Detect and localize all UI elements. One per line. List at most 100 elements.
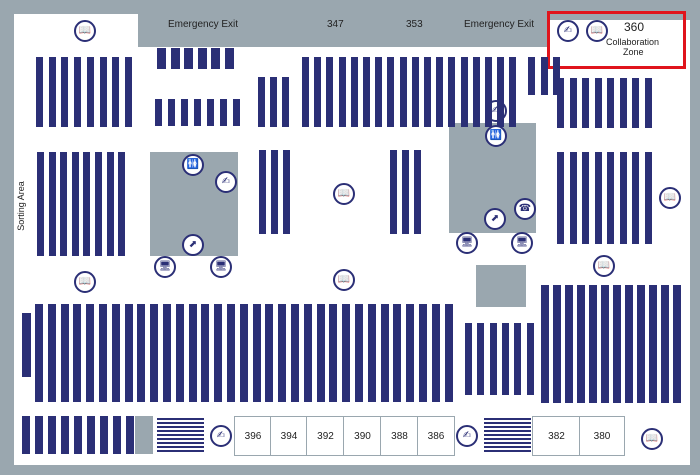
compact-shelving: [157, 434, 204, 436]
bookshelf: [607, 152, 614, 244]
bookshelf: [553, 57, 560, 95]
bookshelf: [197, 48, 207, 69]
bookshelf: [460, 57, 468, 127]
bookshelf: [632, 78, 639, 128]
bookshelf: [211, 48, 220, 69]
room-382[interactable]: 382: [532, 416, 581, 456]
bookshelf: [329, 304, 338, 402]
room-390[interactable]: 390: [343, 416, 382, 456]
room-394[interactable]: 394: [270, 416, 308, 456]
bookshelf: [637, 285, 645, 403]
bookshelf: [448, 57, 456, 127]
bookshelf: [553, 285, 561, 403]
bookshelf: [557, 78, 564, 128]
bookshelf: [649, 285, 657, 403]
compact-shelving: [484, 418, 531, 420]
study-icon[interactable]: ✍: [557, 20, 579, 42]
compact-shelving: [157, 430, 204, 432]
study-icon[interactable]: ✍: [210, 425, 232, 447]
book-icon[interactable]: 📖: [333, 269, 355, 291]
emergency-exit-label: Emergency Exit: [464, 19, 535, 30]
collaboration-zone-name: Collaboration: [606, 37, 660, 47]
room-380[interactable]: 380: [579, 416, 625, 456]
compact-shelving: [157, 442, 204, 444]
bookshelf: [619, 152, 627, 244]
room-386[interactable]: 386: [417, 416, 455, 456]
room-396[interactable]: 396: [234, 416, 272, 456]
wall-bottom: [0, 465, 700, 475]
bookshelf: [270, 77, 277, 127]
bookshelf: [419, 304, 427, 402]
compact-shelving: [157, 446, 204, 448]
book-icon[interactable]: 📖: [586, 20, 608, 42]
bottom-block: [135, 416, 153, 454]
bookshelf: [526, 323, 534, 395]
bookshelf: [302, 57, 309, 127]
computer-icon[interactable]: 🖥: [511, 232, 533, 254]
bookshelf: [220, 99, 227, 126]
book-icon[interactable]: 📖: [641, 428, 663, 450]
bookshelf: [201, 304, 210, 402]
wall-right: [690, 0, 700, 475]
bookshelf: [100, 416, 108, 454]
bookshelf: [363, 57, 370, 127]
bookshelf: [632, 152, 639, 244]
bookshelf: [137, 304, 146, 402]
room-392[interactable]: 392: [306, 416, 345, 456]
bookshelf: [74, 416, 82, 454]
bookshelf: [99, 304, 107, 402]
collaboration-zone-highlight[interactable]: [547, 11, 686, 69]
restroom-icon[interactable]: 🚻: [182, 154, 204, 176]
compact-shelving: [484, 426, 531, 428]
bookshelf: [350, 57, 358, 127]
bookshelf: [181, 99, 188, 126]
bookshelf: [485, 57, 492, 127]
bookshelf: [111, 304, 120, 402]
bookshelf: [224, 48, 234, 69]
computer-icon[interactable]: 🖥: [210, 256, 232, 278]
room-388[interactable]: 388: [380, 416, 419, 456]
book-icon[interactable]: 📖: [74, 20, 96, 42]
bookshelf: [414, 150, 421, 234]
bookshelf: [444, 304, 453, 402]
compact-shelving: [484, 430, 531, 432]
stairs-icon[interactable]: ⬈: [182, 234, 204, 256]
bookshelf: [565, 285, 573, 403]
bookshelf: [594, 152, 602, 244]
compact-shelving: [157, 422, 204, 424]
book-icon[interactable]: 📖: [659, 187, 681, 209]
stairs-icon[interactable]: ⬈: [484, 208, 506, 230]
bookshelf: [157, 48, 166, 69]
bookshelf: [37, 152, 44, 256]
top-right-band: [550, 14, 690, 20]
bookshelf: [61, 416, 69, 454]
book-icon[interactable]: 📖: [593, 255, 615, 277]
bookshelf: [150, 304, 159, 402]
bookshelf: [387, 57, 395, 127]
bookshelf: [501, 323, 509, 395]
book-icon[interactable]: 📖: [333, 183, 355, 205]
bookshelf: [326, 57, 334, 127]
study-icon[interactable]: ✍: [456, 425, 478, 447]
bookshelf: [259, 150, 266, 234]
study-icon[interactable]: ✍: [215, 171, 237, 193]
bookshelf: [118, 152, 126, 256]
bookshelf: [399, 57, 407, 127]
bookshelf: [207, 99, 214, 126]
bookshelf: [661, 285, 669, 403]
bookshelf: [601, 285, 609, 403]
bookshelf: [582, 152, 589, 244]
bookshelf: [644, 152, 652, 244]
book-icon[interactable]: 📖: [74, 271, 96, 293]
bookshelf: [86, 304, 95, 402]
bookshelf: [577, 285, 585, 403]
computer-icon[interactable]: 🖥: [456, 232, 478, 254]
bookshelf: [557, 152, 564, 244]
computer-icon[interactable]: 🖥: [154, 256, 176, 278]
bookshelf: [375, 57, 383, 127]
restroom-icon[interactable]: 🚻: [485, 125, 507, 147]
bookshelf: [355, 304, 363, 402]
compact-shelving: [157, 426, 204, 428]
bookshelf: [233, 99, 240, 126]
phone-icon[interactable]: ☎: [514, 198, 536, 220]
